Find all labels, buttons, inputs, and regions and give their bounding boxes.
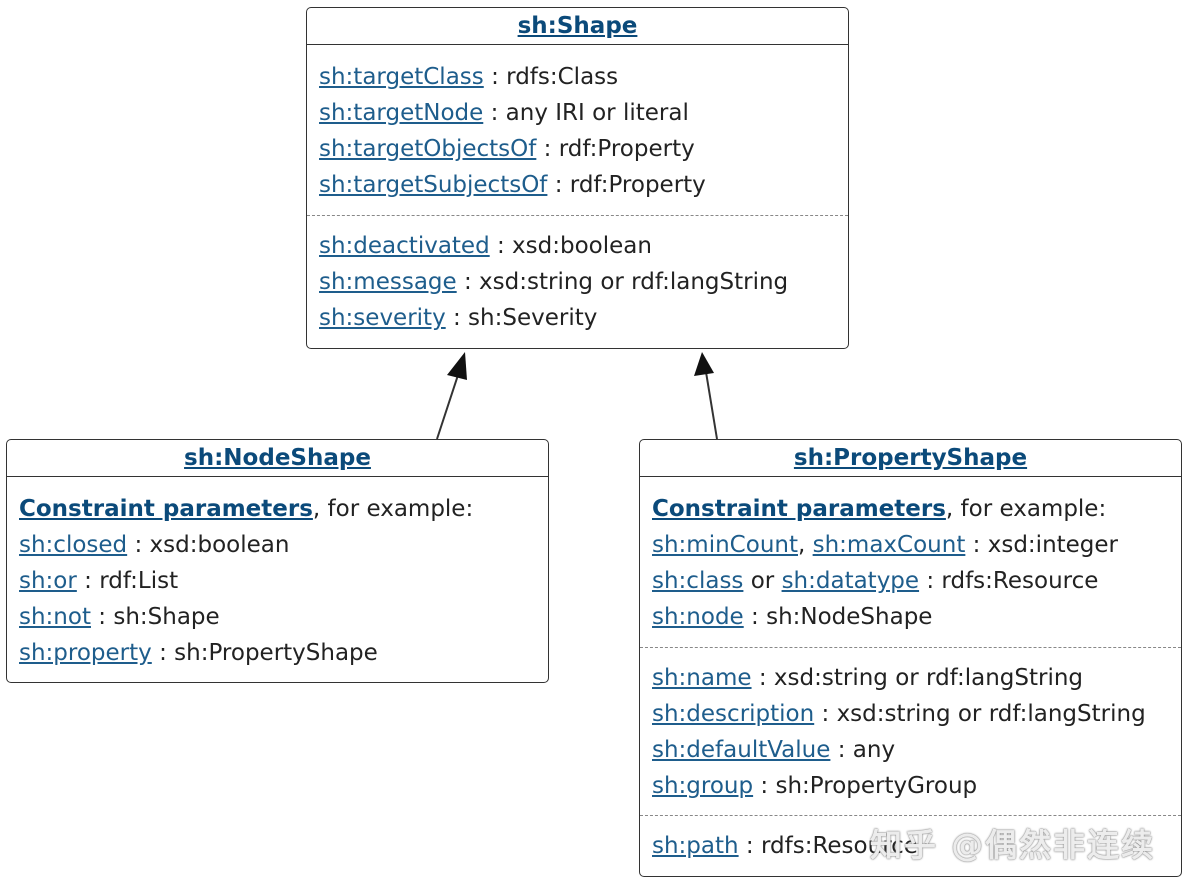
propertyshape-param-row: sh:minCount, sh:maxCount : xsd:integer (652, 527, 1169, 563)
nodeshape-intro-text: , for example: (312, 496, 474, 522)
nodeshape-param-row: sh:property : sh:PropertyShape (19, 635, 536, 671)
propertyshape-to-shape-line (705, 371, 718, 440)
propertyshape-path-row: sh:path : rdfs:Resource (652, 828, 1169, 864)
deactivated-link[interactable]: sh:deactivated (319, 233, 490, 259)
nodeshape-param-row: sh:not : sh:Shape (19, 599, 536, 635)
nodeshape-to-shape-line (436, 371, 460, 440)
message-link[interactable]: sh:message (319, 269, 457, 295)
group-type: : sh:PropertyGroup (753, 773, 978, 799)
max-count-link[interactable]: sh:maxCount (812, 532, 966, 558)
propertyshape-nv-row: sh:group : sh:PropertyGroup (652, 768, 1169, 804)
shape-target-row: sh:targetClass : rdfs:Class (319, 59, 836, 95)
propertyshape-title: sh:PropertyShape (640, 440, 1181, 477)
count-type: : xsd:integer (965, 532, 1119, 558)
message-type: : xsd:string or rdf:langString (456, 269, 789, 295)
propertyshape-title-link[interactable]: sh:PropertyShape (793, 445, 1028, 471)
propertyshape-nonvalidating-section: sh:name : xsd:string or rdf:langString s… (640, 647, 1181, 815)
not-type: : sh:Shape (90, 604, 220, 630)
default-value-type: : any (830, 737, 896, 763)
closed-link[interactable]: sh:closed (19, 532, 128, 558)
shape-target-row: sh:targetSubjectsOf : rdf:Property (319, 167, 836, 203)
shape-title-link[interactable]: sh:Shape (517, 13, 638, 39)
target-node-type: : any IRI or literal (483, 100, 689, 126)
constraint-parameters-link[interactable]: Constraint parameters (19, 496, 313, 522)
property-type: : sh:PropertyShape (151, 640, 378, 666)
watermark: 知乎 @偶然非连续 (870, 826, 1156, 864)
shape-title: sh:Shape (307, 8, 848, 45)
closed-type: : xsd:boolean (127, 532, 290, 558)
node-link[interactable]: sh:node (652, 604, 744, 630)
nodeshape-title: sh:NodeShape (7, 440, 548, 477)
shape-targets-section: sh:targetClass : rdfs:Class sh:targetNod… (307, 45, 848, 215)
nodeshape-param-row: sh:closed : xsd:boolean (19, 527, 536, 563)
shape-target-row: sh:targetObjectsOf : rdf:Property (319, 131, 836, 167)
datatype-link[interactable]: sh:datatype (781, 568, 920, 594)
shape-target-row: sh:targetNode : any IRI or literal (319, 95, 836, 131)
shape-misc-section: sh:deactivated : xsd:boolean sh:message … (307, 215, 848, 336)
nodeshape-arrowhead (447, 352, 467, 380)
target-objects-of-link[interactable]: sh:targetObjectsOf (319, 136, 537, 162)
propertyshape-nv-row: sh:description : xsd:string or rdf:langS… (652, 696, 1169, 732)
default-value-link[interactable]: sh:defaultValue (652, 737, 831, 763)
description-type: : xsd:string or rdf:langString (814, 701, 1146, 727)
nodeshape-intro-row: Constraint parameters, for example: (19, 491, 536, 527)
class-datatype-type: : rdfs:Resource (919, 568, 1099, 594)
nodeshape-title-link[interactable]: sh:NodeShape (184, 445, 371, 471)
name-type: : xsd:string or rdf:langString (751, 665, 1084, 691)
propertyshape-param-row: sh:class or sh:datatype : rdfs:Resource (652, 563, 1169, 599)
min-count-link[interactable]: sh:minCount (652, 532, 798, 558)
or-type: : rdf:List (76, 568, 179, 594)
propertyshape-nv-row: sh:name : xsd:string or rdf:langString (652, 660, 1169, 696)
nodeshape-box: sh:NodeShape Constraint parameters, for … (6, 439, 549, 683)
target-class-type: : rdfs:Class (483, 64, 619, 90)
propertyshape-nv-row: sh:defaultValue : any (652, 732, 1169, 768)
name-link[interactable]: sh:name (652, 665, 752, 691)
constraint-parameters-link[interactable]: Constraint parameters (652, 496, 946, 522)
propertyshape-intro-text: , for example: (945, 496, 1107, 522)
target-subjects-of-link[interactable]: sh:targetSubjectsOf (319, 172, 548, 198)
propertyshape-params-section: Constraint parameters, for example: sh:m… (640, 477, 1181, 647)
deactivated-type: : xsd:boolean (489, 233, 652, 259)
shape-misc-row: sh:deactivated : xsd:boolean (319, 228, 836, 264)
description-link[interactable]: sh:description (652, 701, 815, 727)
or-link[interactable]: sh:or (19, 568, 77, 594)
severity-link[interactable]: sh:severity (319, 305, 446, 331)
target-node-link[interactable]: sh:targetNode (319, 100, 484, 126)
nodeshape-params-section: Constraint parameters, for example: sh:c… (7, 477, 548, 671)
nodeshape-param-row: sh:or : rdf:List (19, 563, 536, 599)
propertyshape-path-section: sh:path : rdfs:Resource (640, 815, 1181, 864)
shape-box: sh:Shape sh:targetClass : rdfs:Class sh:… (306, 7, 849, 349)
group-link[interactable]: sh:group (652, 773, 754, 799)
node-type: : sh:NodeShape (743, 604, 933, 630)
target-objects-of-type: : rdf:Property (536, 136, 695, 162)
property-link[interactable]: sh:property (19, 640, 152, 666)
path-link[interactable]: sh:path (652, 833, 739, 859)
propertyshape-param-row: sh:node : sh:NodeShape (652, 599, 1169, 635)
class-link[interactable]: sh:class (652, 568, 744, 594)
path-type: : rdfs:Resource (738, 833, 918, 859)
shape-misc-row: sh:message : xsd:string or rdf:langStrin… (319, 264, 836, 300)
propertyshape-box: sh:PropertyShape Constraint parameters, … (639, 439, 1182, 877)
severity-type: : sh:Severity (445, 305, 598, 331)
propertyshape-arrowhead (694, 352, 714, 376)
shape-misc-row: sh:severity : sh:Severity (319, 300, 836, 336)
not-link[interactable]: sh:not (19, 604, 91, 630)
param-separator: or (743, 568, 782, 594)
target-class-link[interactable]: sh:targetClass (319, 64, 484, 90)
propertyshape-intro-row: Constraint parameters, for example: (652, 491, 1169, 527)
param-separator: , (798, 532, 813, 558)
target-subjects-of-type: : rdf:Property (547, 172, 706, 198)
